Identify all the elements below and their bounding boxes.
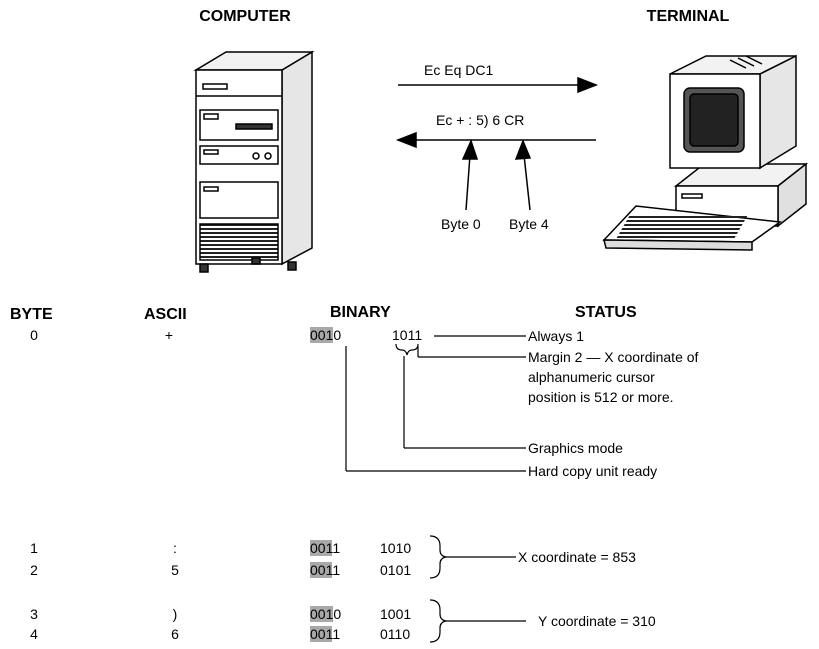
row2-binary-low: 0101 xyxy=(380,562,412,578)
message-to-terminal: Ec Eq DC1 xyxy=(424,62,494,78)
row2-binary-high: 0011 xyxy=(310,562,340,578)
row2-binary-high-rest: 1 xyxy=(332,562,341,578)
row4-binary-high-rest: 1 xyxy=(332,626,341,642)
header-status: STATUS xyxy=(575,304,637,321)
row3-byte: 3 xyxy=(30,606,38,622)
row3-binary-high: 0010 xyxy=(310,606,341,622)
row3-binary-low: 1001 xyxy=(380,606,412,622)
status-connectors xyxy=(345,335,526,643)
computer-illustration xyxy=(193,50,315,273)
header-binary: BINARY xyxy=(330,304,391,321)
row1-binary-shaded: 001 xyxy=(310,540,333,556)
byte4-label: Byte 4 xyxy=(509,216,549,232)
row1-ascii: : xyxy=(173,540,177,556)
status-y-coordinate: Y coordinate = 310 xyxy=(538,613,656,629)
status-margin2-line3: position is 512 or more. xyxy=(528,389,674,405)
status-graphics-mode: Graphics mode xyxy=(528,440,623,456)
status-margin2-line1: Margin 2 — X coordinate of xyxy=(528,349,699,365)
row2-ascii: 5 xyxy=(171,562,179,578)
status-hard-copy: Hard copy unit ready xyxy=(528,463,658,479)
message-to-computer: Ec + : 5) 6 CR xyxy=(436,112,525,128)
terminal-illustration xyxy=(602,54,809,251)
byte4-pointer xyxy=(514,138,532,160)
row3-binary-shaded: 001 xyxy=(310,606,334,622)
row0-byte: 0 xyxy=(30,327,38,343)
row4-byte: 4 xyxy=(30,626,38,642)
byte0-label: Byte 0 xyxy=(441,216,481,232)
row1-binary-high: 0011 xyxy=(310,540,340,556)
row0-ascii: + xyxy=(164,327,174,343)
arrow-to-computer-head xyxy=(395,131,417,149)
row4-ascii: 6 xyxy=(171,626,179,642)
row4-binary-high: 0011 xyxy=(310,626,340,642)
row0-binary-low: 1011 xyxy=(392,327,423,343)
header-ascii: ASCII xyxy=(144,306,187,323)
row1-binary-low: 1010 xyxy=(380,540,412,556)
row4-binary-low: 0110 xyxy=(380,626,411,642)
data-flow-arrows xyxy=(395,76,599,211)
status-margin2-line2: alphanumeric cursor xyxy=(528,369,655,385)
row0-binary-high: 0010 xyxy=(310,327,341,343)
terminal-label: TERMINAL xyxy=(646,8,730,25)
row1-byte: 1 xyxy=(30,540,38,556)
row0-binary-shaded: 001 xyxy=(310,327,334,343)
row3-binary-high-rest: 0 xyxy=(333,606,342,622)
row0-binary-high-rest: 0 xyxy=(333,327,342,343)
status-always-1: Always 1 xyxy=(528,328,585,344)
header-byte: BYTE xyxy=(10,306,53,323)
computer-label: COMPUTER xyxy=(199,8,291,25)
row3-ascii: ) xyxy=(172,606,178,622)
row2-binary-shaded: 001 xyxy=(310,562,333,578)
byte0-pointer xyxy=(461,138,479,160)
status-x-coordinate: X coordinate = 853 xyxy=(518,549,636,565)
row1-binary-high-rest: 1 xyxy=(332,540,341,556)
row4-binary-shaded: 001 xyxy=(310,626,333,642)
arrow-to-terminal-head xyxy=(577,76,599,94)
row2-byte: 2 xyxy=(30,562,38,578)
